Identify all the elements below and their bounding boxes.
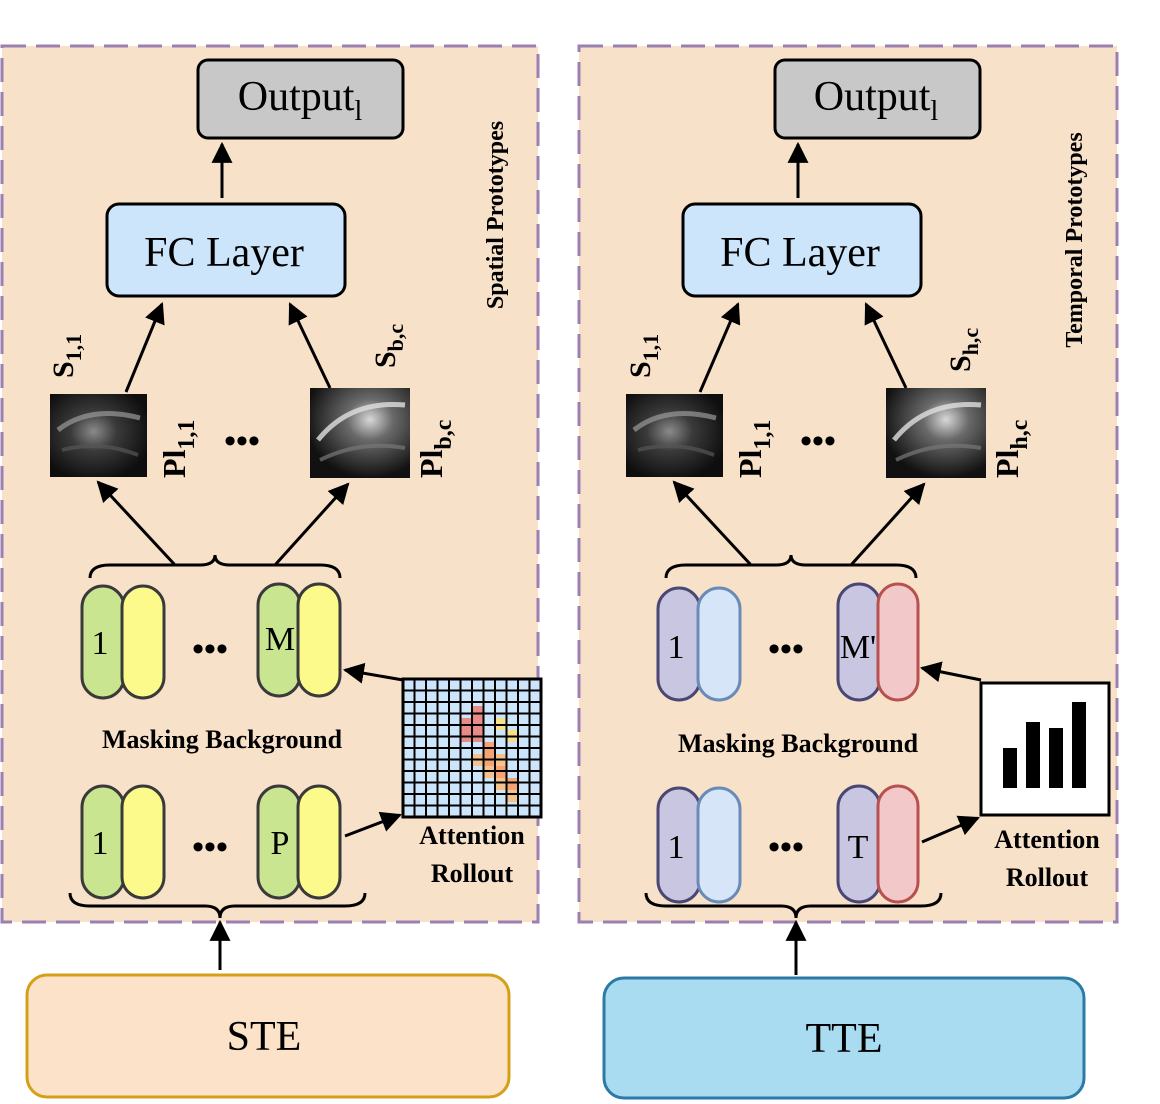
brace-masked-tokens-left	[88, 554, 342, 579]
arrow-brace-to-proto2-left	[273, 482, 350, 567]
attention-bars-icon	[979, 681, 1111, 817]
arrow-proto2-to-fc-left	[288, 302, 332, 389]
sim-sub-last-left: b,c	[383, 324, 408, 352]
fc-layer-label-left: FC Layer	[144, 230, 304, 276]
ellipsis-input-right: •••	[768, 829, 804, 866]
arrow-proto1-to-fc-left	[124, 302, 165, 393]
encoder-label-left: STE	[227, 1014, 302, 1060]
svg-text:S1,1: S1,1	[47, 334, 86, 378]
arrow-brace-to-proto2-right	[849, 482, 926, 567]
encoder-label-right: TTE	[806, 1016, 883, 1062]
pl-sub-first-right: 1,1	[750, 420, 776, 450]
encoder-box-left: STE	[25, 973, 511, 1099]
arrow-proto1-to-fc-right	[698, 302, 741, 393]
masked-tokens-left: 1 ••• M	[80, 582, 342, 700]
sim-label-last-right: S	[944, 355, 977, 372]
output-box-right: Outputl	[773, 58, 982, 140]
input-token-last-label-left: P	[271, 825, 290, 862]
output-sub-left: l	[354, 96, 362, 127]
output-label-left: Output	[238, 74, 355, 120]
side-label-right: Temporal Prototypes	[1062, 132, 1088, 347]
input-tokens-left: 1 ••• P	[80, 784, 342, 900]
arrow-attention-to-masked-right	[919, 661, 982, 683]
svg-text:Sb,c: Sb,c	[369, 324, 408, 368]
svg-text:Plh,c: Plh,c	[989, 419, 1033, 478]
ellipsis-input-left: •••	[192, 829, 228, 866]
svg-text:Pl1,1: Pl1,1	[156, 420, 200, 478]
brace-masked-tokens-right	[664, 554, 918, 579]
input-token-first-label-right: 1	[668, 829, 685, 866]
ellipsis-protos-right: •••	[800, 423, 836, 460]
input-token-first-label-left: 1	[92, 825, 109, 862]
arrow-proto2-to-fc-right	[864, 302, 908, 389]
masked-tokens-right: 1 ••• M'	[656, 582, 920, 702]
pl-label-first-left: Pl	[156, 449, 192, 478]
sim-sub-last-right: h,c	[958, 328, 983, 356]
svg-text:Sh,c: Sh,c	[944, 328, 983, 372]
arrow-tokens-to-attention-right	[921, 815, 980, 844]
arrow-brace-to-proto1-right	[672, 480, 753, 567]
output-box-left: Outputl	[196, 58, 405, 140]
pl-sub-last-left: b,c	[431, 419, 457, 449]
ellipsis-masked-right: •••	[768, 631, 804, 668]
svg-text:Outputl: Outputl	[814, 74, 939, 127]
sim-sub-first-right: 1,1	[638, 334, 663, 362]
svg-text:Pl1,1: Pl1,1	[732, 420, 776, 478]
prototype-image-first-left	[50, 394, 147, 477]
fc-layer-box-right: FC Layer	[681, 202, 923, 298]
pl-sub-last-right: h,c	[1007, 419, 1033, 449]
prototype-image-first-right	[626, 394, 723, 477]
masking-label-left: Masking Background	[102, 725, 343, 754]
output-sub-right: l	[930, 96, 938, 127]
encoder-box-right: TTE	[602, 976, 1086, 1100]
prototype-image-last-left	[310, 388, 410, 478]
sim-label-first-right: S	[624, 361, 657, 378]
output-label-right: Output	[814, 74, 931, 120]
brace-input-tokens-right	[644, 892, 943, 919]
input-token-last-label-right: T	[848, 829, 869, 866]
pl-label-last-left: Pl	[413, 449, 449, 478]
pl-sub-first-left: 1,1	[174, 420, 200, 450]
masked-token-first-label-right: 1	[668, 629, 685, 666]
svg-text:S1,1: S1,1	[624, 334, 663, 378]
attention-label-line1-left: Attention	[419, 821, 525, 850]
attention-grid-left	[401, 677, 543, 819]
svg-text:Plb,c: Plb,c	[413, 419, 457, 478]
arrow-tokens-to-attention-left	[344, 811, 402, 838]
attention-label-line2-left: Rollout	[431, 859, 514, 888]
sim-sub-first-left: 1,1	[61, 334, 86, 362]
masked-token-last-label-right: M'	[840, 629, 876, 666]
svg-text:Outputl: Outputl	[238, 74, 363, 127]
attention-label-line1-right: Attention	[994, 825, 1100, 854]
masked-token-first-label-left: 1	[92, 625, 109, 662]
sim-label-first-left: S	[47, 361, 80, 378]
ellipsis-masked-left: •••	[192, 631, 228, 668]
prototype-image-last-right	[886, 388, 986, 478]
right-panel: Outputl FC Layer Temporal Prototypes S1,…	[577, 44, 1119, 1100]
brace-input-tokens-left	[68, 892, 367, 919]
pl-label-first-right: Pl	[732, 449, 768, 478]
left-panel: Outputl FC Layer Spatial Prototypes S1,1	[0, 44, 543, 1099]
ellipsis-protos-left: •••	[224, 423, 260, 460]
masking-label-right: Masking Background	[678, 729, 919, 758]
input-tokens-right: 1 ••• T	[656, 784, 920, 904]
sim-label-last-left: S	[369, 351, 402, 368]
fc-layer-box-left: FC Layer	[105, 202, 347, 298]
fc-layer-label-right: FC Layer	[720, 230, 880, 276]
masked-token-last-label-left: M	[265, 621, 295, 658]
side-label-left: Spatial Prototypes	[483, 121, 509, 309]
arrow-brace-to-proto1-left	[96, 480, 177, 567]
attention-label-line2-right: Rollout	[1006, 863, 1089, 892]
pl-label-last-right: Pl	[989, 449, 1025, 478]
arrow-attention-to-masked-left	[342, 662, 404, 684]
